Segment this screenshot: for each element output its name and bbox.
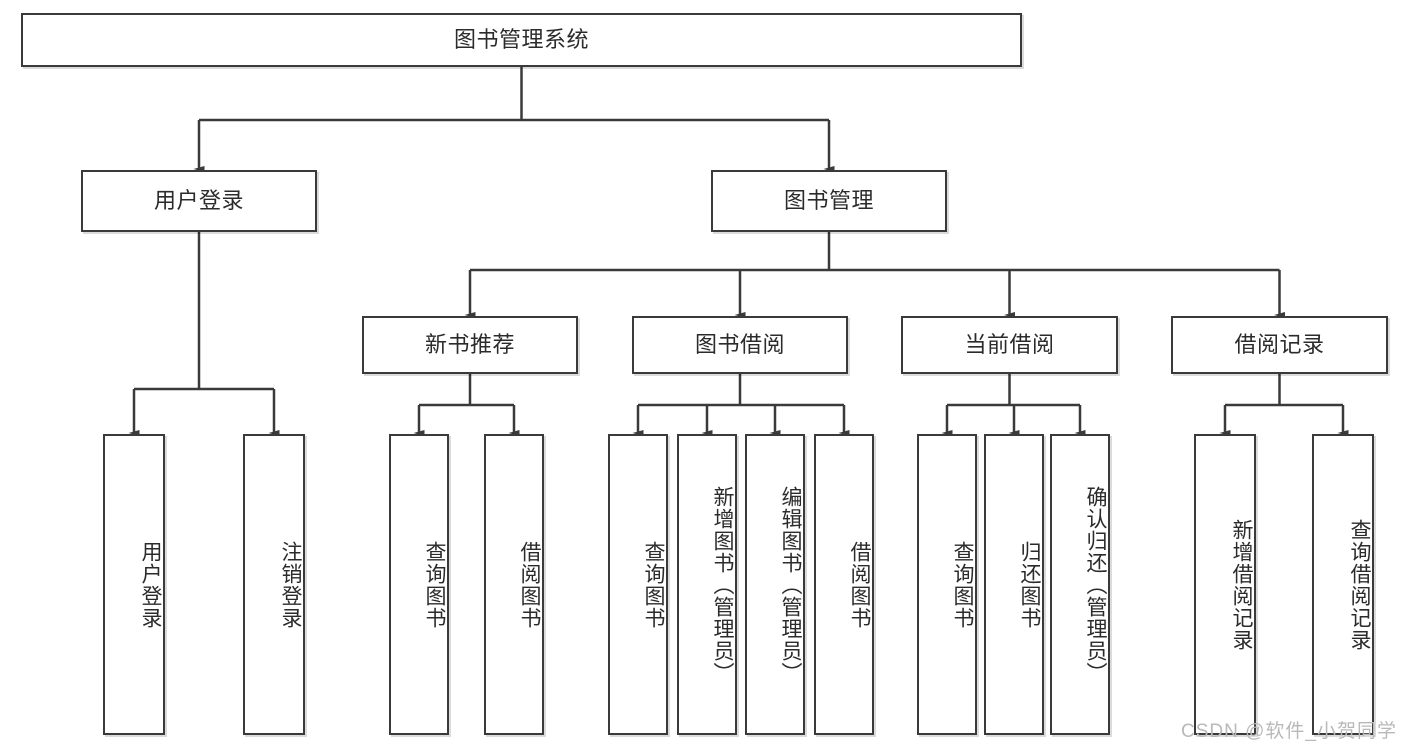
node-leaf-confirm-return-admin[interactable]: 确认归还（管理员） xyxy=(1050,434,1110,735)
node-leaf-add-borrow-record-label: 新增借阅记录 xyxy=(1230,518,1253,651)
node-user-login[interactable]: 用户登录 xyxy=(81,170,317,232)
node-leaf-borrow-book-rec[interactable]: 借阅图书 xyxy=(484,434,544,735)
node-leaf-user-login-label: 用户登录 xyxy=(139,540,162,629)
node-book-management-label: 图书管理 xyxy=(783,187,874,213)
node-book-borrow[interactable]: 图书借阅 xyxy=(632,316,848,374)
node-book-borrow-label: 图书借阅 xyxy=(694,331,785,357)
node-leaf-query-book-current-label: 查询图书 xyxy=(951,540,974,629)
watermark-text: CSDN @软件_小贺同学 xyxy=(1181,721,1397,742)
node-leaf-edit-book-admin-label: 编辑图书（管理员） xyxy=(779,485,802,684)
node-leaf-query-book-rec-label: 查询图书 xyxy=(423,540,446,629)
node-leaf-logout[interactable]: 注销登录 xyxy=(243,434,305,735)
node-leaf-query-book-borrow[interactable]: 查询图书 xyxy=(608,434,668,735)
node-leaf-borrow-book-label: 借阅图书 xyxy=(848,540,871,629)
node-leaf-user-login[interactable]: 用户登录 xyxy=(103,434,165,735)
node-current-borrow-label: 当前借阅 xyxy=(964,331,1055,357)
node-root[interactable]: 图书管理系统 xyxy=(21,13,1022,67)
node-leaf-confirm-return-admin-label: 确认归还（管理员） xyxy=(1084,485,1107,684)
node-user-login-label: 用户登录 xyxy=(153,187,244,213)
node-leaf-borrow-book-rec-label: 借阅图书 xyxy=(518,540,541,629)
node-leaf-add-borrow-record[interactable]: 新增借阅记录 xyxy=(1194,434,1256,735)
node-borrow-record-label: 借阅记录 xyxy=(1234,331,1325,357)
node-leaf-query-borrow-record-label: 查询借阅记录 xyxy=(1348,518,1371,651)
edge-paths xyxy=(128,67,1349,436)
node-borrow-record[interactable]: 借阅记录 xyxy=(1171,316,1388,374)
node-book-management[interactable]: 图书管理 xyxy=(711,170,947,232)
node-leaf-logout-label: 注销登录 xyxy=(279,540,302,629)
node-new-book-recommend-label: 新书推荐 xyxy=(424,331,515,357)
node-leaf-borrow-book[interactable]: 借阅图书 xyxy=(814,434,874,735)
node-leaf-query-borrow-record[interactable]: 查询借阅记录 xyxy=(1312,434,1374,735)
node-leaf-add-book-admin-label: 新增图书（管理员） xyxy=(711,485,734,684)
node-new-book-recommend[interactable]: 新书推荐 xyxy=(362,316,578,374)
node-leaf-add-book-admin[interactable]: 新增图书（管理员） xyxy=(677,434,737,735)
node-leaf-query-book-borrow-label: 查询图书 xyxy=(642,540,665,629)
node-leaf-query-book-rec[interactable]: 查询图书 xyxy=(389,434,449,735)
node-current-borrow[interactable]: 当前借阅 xyxy=(901,316,1118,374)
node-leaf-edit-book-admin[interactable]: 编辑图书（管理员） xyxy=(745,434,805,735)
node-leaf-query-book-current[interactable]: 查询图书 xyxy=(917,434,977,735)
node-leaf-return-book-label: 归还图书 xyxy=(1018,540,1041,629)
node-root-label: 图书管理系统 xyxy=(453,26,589,52)
node-leaf-return-book[interactable]: 归还图书 xyxy=(984,434,1044,735)
